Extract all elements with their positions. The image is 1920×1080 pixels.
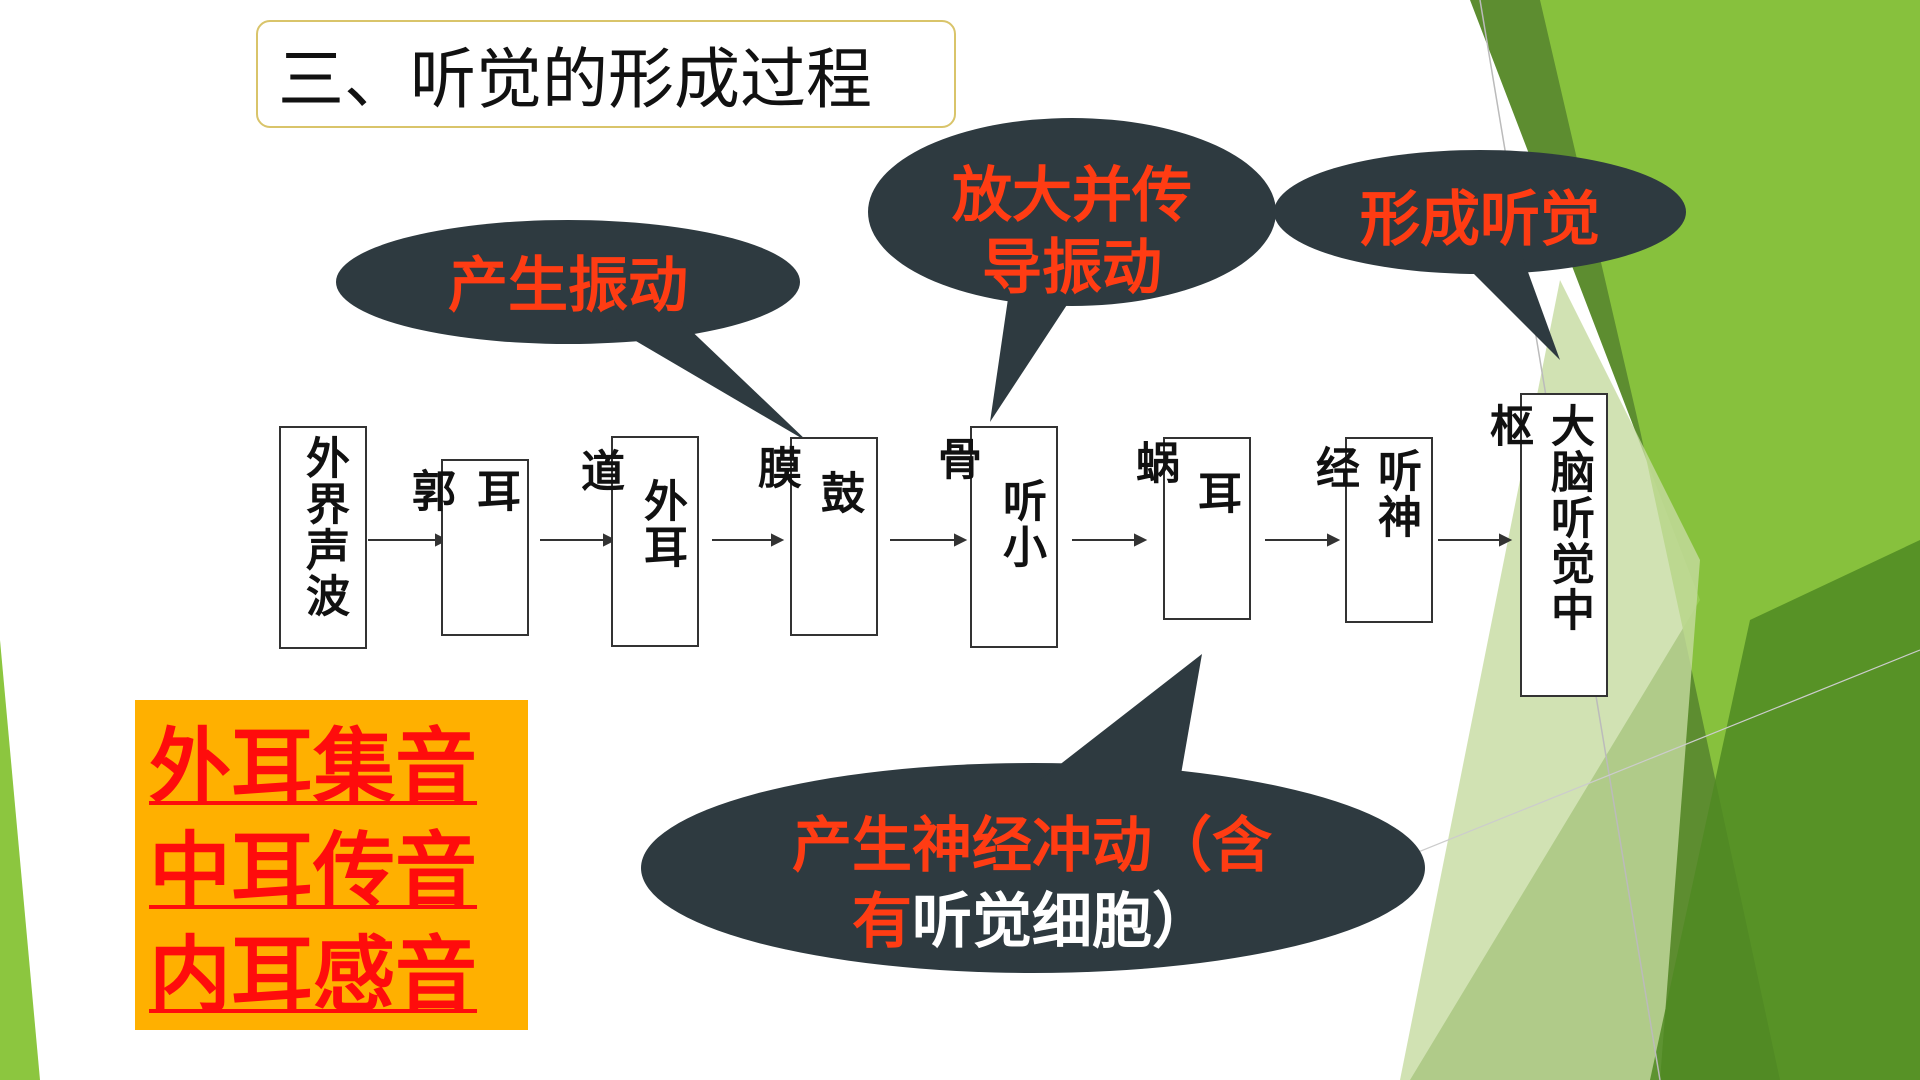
bubble-vibration: [336, 220, 808, 442]
node-pinna: [441, 459, 529, 636]
page-title: 三、听觉的形成过程: [256, 20, 956, 128]
summary-box: 外耳集音 中耳传音 内耳感音: [135, 700, 528, 1030]
summary-line-middle-ear: 中耳传音: [149, 824, 478, 919]
node-eardrum: [790, 437, 878, 636]
node-ear-canal-label-1: 外耳: [636, 478, 687, 570]
green-shape-left: [0, 640, 40, 1080]
node-ear-canal-label-2: 道: [573, 448, 624, 494]
node-eardrum-label-1: 鼓: [813, 470, 864, 516]
bubble-amplify: [868, 118, 1276, 422]
node-sound-waves: [279, 426, 367, 649]
node-auditory-center-label-2: 枢: [1482, 403, 1533, 449]
bubble-amplify-text-2: 导振动: [982, 233, 1162, 303]
node-pinna-label-1: 耳: [469, 468, 520, 514]
node-auditory-nerve-label-2: 经: [1308, 445, 1359, 491]
node-eardrum-label-2: 膜: [750, 445, 801, 491]
bubble-impulse-text-2: 有听觉细胞）: [700, 886, 1364, 958]
bubble-vibration-text: 产生振动: [448, 251, 688, 321]
bubble-impulse-text-1: 产生神经冲动（含: [792, 811, 1272, 881]
node-ossicles-label-2: 骨: [930, 436, 981, 482]
node-ear-canal: [611, 436, 699, 647]
node-ossicles: [970, 426, 1058, 648]
node-cochlea-label-1: 耳: [1190, 470, 1241, 516]
node-auditory-nerve-label-1: 听神: [1370, 448, 1421, 540]
node-cochlea-label-2: 蜗: [1128, 440, 1179, 486]
summary-line-outer-ear: 外耳集音: [149, 720, 478, 815]
green-shape-right-mid: [1650, 540, 1920, 1080]
bubble-impulse: [641, 654, 1425, 973]
bubble-hearing-text: 形成听觉: [1360, 185, 1600, 255]
node-ossicles-label-1: 听小: [995, 478, 1046, 570]
node-auditory-center-label-1: 大脑听觉中: [1543, 403, 1594, 633]
node-cochlea: [1163, 437, 1251, 620]
summary-line-inner-ear: 内耳感音: [149, 928, 478, 1023]
node-sound-waves-label: 外界声波: [298, 435, 349, 619]
bubble-amplify-text-1: 放大并传: [952, 161, 1192, 231]
node-pinna-label-2: 郭: [404, 468, 455, 514]
bubble-impulse-text-red: 有: [852, 887, 912, 957]
bubble-hearing: [1274, 150, 1686, 360]
bubble-impulse-text-white: 听觉细胞）: [912, 887, 1212, 957]
node-auditory-nerve: [1345, 437, 1433, 623]
flow-arrows: [368, 533, 1513, 547]
node-auditory-center: [1520, 393, 1608, 697]
